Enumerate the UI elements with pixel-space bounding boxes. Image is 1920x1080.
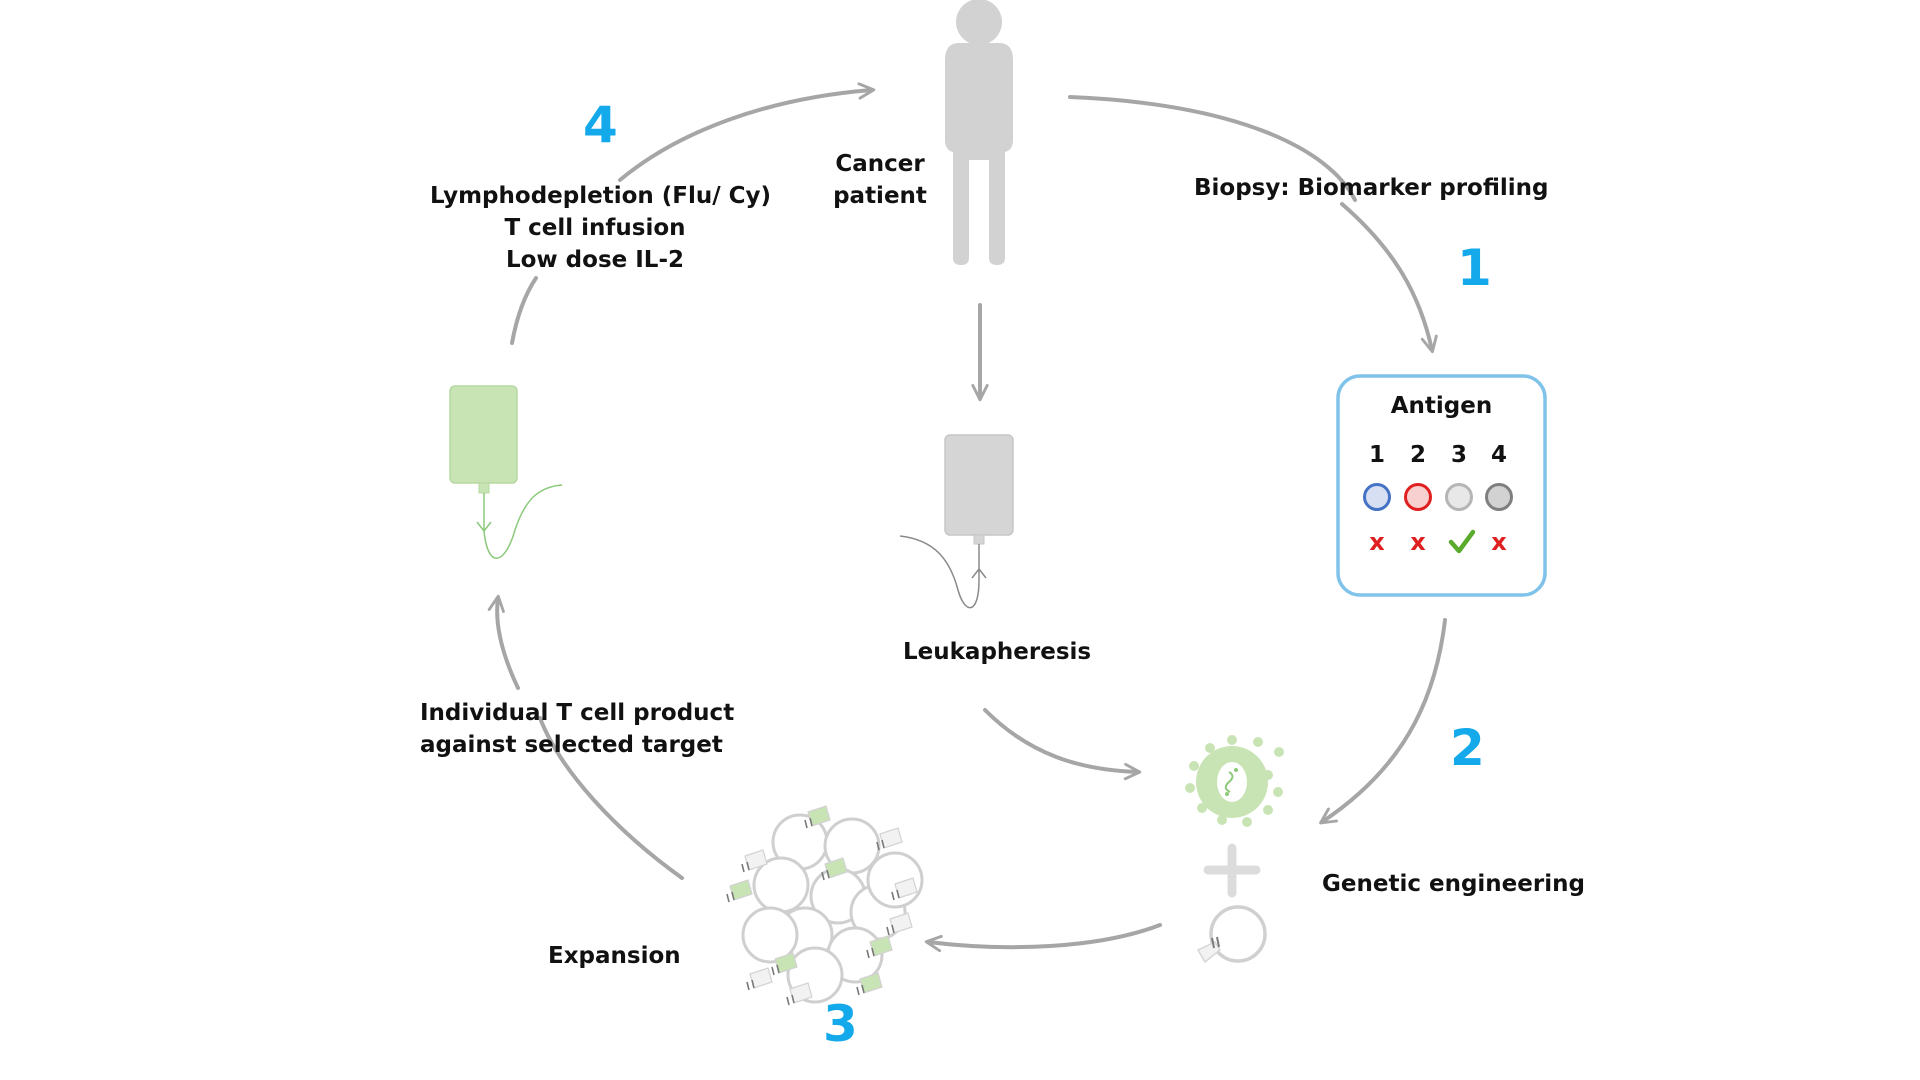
product-line-1: Individual T cell product [420, 700, 735, 726]
arrow-expansion-to-product [538, 716, 684, 880]
receptor-anchor [786, 994, 795, 1006]
step-number-4: 4 [583, 96, 618, 154]
arrow-engineering-to-expansion [924, 923, 1162, 953]
infusion-line-2: T cell infusion [504, 215, 686, 241]
arrow-biopsy-to-antigen [1340, 202, 1438, 354]
product-line-2: against selected target [420, 732, 723, 758]
receptor-anchor [856, 984, 865, 996]
t-cell-icon [1196, 905, 1267, 964]
check-icon [1448, 529, 1476, 554]
receptor-anchor [804, 817, 813, 829]
infusion-label: Lymphodepletion (Flu/ Cy) T cell infusio… [430, 180, 772, 276]
receptor-anchor [866, 947, 875, 959]
infusion-bag-icon [449, 385, 563, 559]
expansion-label: Expansion [548, 943, 681, 969]
step-number-3: 3 [823, 995, 858, 1053]
antigen-1-number: 1 [1368, 442, 1385, 468]
arrow-leukapheresis-to-engineering [983, 708, 1142, 781]
arrow-infusion-to-patient [618, 82, 876, 182]
receptor-anchor [746, 979, 755, 991]
biopsy-label: Biopsy: Biomarker profiling [1194, 175, 1549, 201]
arrow-patient-to-biopsy [1068, 95, 1357, 202]
leukapheresis-bag-icon [899, 434, 1014, 609]
antigen-4-number: 4 [1490, 442, 1507, 468]
receptor-anchor [821, 869, 830, 881]
viral-vector-icon [1185, 735, 1284, 827]
receptor-anchor [771, 964, 780, 976]
receptor-anchor [886, 924, 895, 936]
antigen-box-title: Antigen [1390, 393, 1493, 419]
cancer-patient-line-2: patient [833, 183, 927, 209]
product-label: Individual T cell product against select… [420, 697, 734, 761]
antigen-3-number: 3 [1450, 442, 1467, 468]
receptor-anchor [726, 891, 735, 903]
antigen-box [1336, 374, 1547, 597]
antigen-3-circle [1445, 483, 1473, 511]
antigen-2-circle [1404, 483, 1432, 511]
arrow-product-to-bag [487, 594, 520, 690]
infusion-line-1: Lymphodepletion (Flu/ Cy) [430, 183, 772, 209]
patient-silhouette-icon [945, 0, 1013, 265]
antigen-2-cross-icon: x [1410, 528, 1426, 556]
genetic-engineering-label: Genetic engineering [1322, 871, 1585, 897]
step-number-1: 1 [1457, 239, 1492, 297]
arrow-bag-to-infusion [510, 276, 538, 345]
antigen-4-cross-icon: x [1491, 528, 1507, 556]
antigen-4-circle [1485, 483, 1513, 511]
arrow-antigen-to-engineering [1319, 618, 1447, 825]
infusion-line-3: Low dose IL-2 [505, 247, 685, 273]
antigen-1-circle [1363, 483, 1391, 511]
plus-icon [1203, 843, 1261, 898]
step-number-2: 2 [1450, 719, 1485, 777]
expanded-t-cells-icon [726, 805, 924, 1006]
receptor-anchor [876, 839, 885, 851]
leukapheresis-label: Leukapheresis [903, 639, 1092, 665]
antigen-circles [1363, 483, 1513, 511]
receptor-anchor [891, 889, 900, 901]
receptor-anchor [741, 861, 750, 873]
cancer-patient-label: Cancer patient [820, 148, 940, 212]
cancer-patient-line-1: Cancer [835, 151, 925, 177]
antigen-2-number: 2 [1409, 442, 1426, 468]
expanded-t-cell [741, 906, 799, 964]
antigen-1-cross-icon: x [1369, 528, 1385, 556]
